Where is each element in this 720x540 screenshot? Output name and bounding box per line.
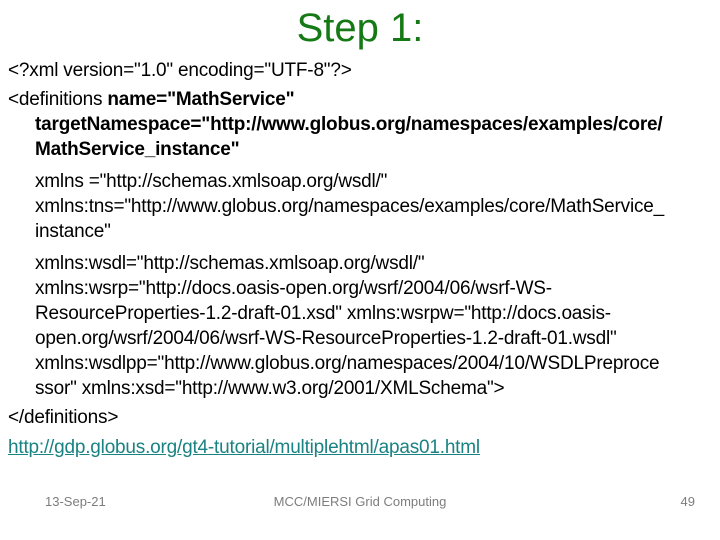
code-segment: xmlns ="http://schemas.xmlsoap.org/wsdl/…	[35, 171, 388, 192]
footer-page-number: 49	[680, 494, 695, 509]
code-line: targetNamespace="http://www.globus.org/n…	[8, 112, 720, 137]
footer-title: MCC/MIERSI Grid Computing	[273, 494, 447, 509]
code-segment: ssor" xmlns:xsd="http://www.w3.org/2001/…	[35, 378, 505, 399]
code-line: </definitions>	[8, 405, 720, 430]
code-segment: <definitions	[8, 89, 108, 110]
code-lines: <?xml version="1.0" encoding="UTF-8"?> <d…	[8, 58, 720, 430]
code-line: ResourceProperties-1.2-draft-01.xsd" xml…	[8, 301, 720, 326]
code-segment: targetNamespace="http://www.globus.org/n…	[35, 114, 663, 135]
code-line: xmlns:wsdl="http://schemas.xmlsoap.org/w…	[8, 251, 720, 276]
slide-title: Step 1:	[296, 6, 424, 50]
code-segment: <?xml version="1.0" encoding="UTF-8"?>	[8, 60, 352, 81]
code-line: <?xml version="1.0" encoding="UTF-8"?>	[8, 58, 720, 83]
code-line: open.org/wsrf/2004/06/wsrf-WS-ResourcePr…	[8, 326, 720, 351]
code-line: xmlns:wsdlpp="http://www.globus.org/name…	[8, 351, 720, 376]
code-line: instance"	[8, 219, 720, 244]
code-segment: xmlns:wsdl="http://schemas.xmlsoap.org/w…	[35, 253, 425, 274]
footer-date: 13-Sep-21	[45, 494, 106, 509]
code-segment: xmlns:wsrp="http://docs.oasis-open.org/w…	[35, 278, 552, 299]
code-line: xmlns ="http://schemas.xmlsoap.org/wsdl/…	[8, 169, 720, 194]
code-segment: </definitions>	[8, 407, 119, 428]
code-segment: xmlns:tns="http://www.globus.org/namespa…	[35, 196, 665, 217]
code-line: xmlns:wsrp="http://docs.oasis-open.org/w…	[8, 276, 720, 301]
code-segment: ResourceProperties-1.2-draft-01.xsd" xml…	[35, 303, 611, 324]
code-segment: instance"	[35, 221, 111, 242]
code-segment: open.org/wsrf/2004/06/wsrf-WS-ResourcePr…	[35, 328, 617, 349]
footer: 13-Sep-21 MCC/MIERSI Grid Computing 49	[0, 494, 720, 514]
code-segment: xmlns:wsdlpp="http://www.globus.org/name…	[35, 353, 660, 374]
code-line: xmlns:tns="http://www.globus.org/namespa…	[8, 194, 720, 219]
code-line: ssor" xmlns:xsd="http://www.w3.org/2001/…	[8, 376, 720, 401]
link-line: http://gdp.globus.org/gt4-tutorial/multi…	[8, 435, 720, 460]
code-line: MathService_instance"	[8, 137, 720, 162]
code-segment: MathService_instance"	[35, 139, 240, 160]
xml-code-block: <?xml version="1.0" encoding="UTF-8"?> <d…	[8, 58, 720, 460]
code-line: <definitions name="MathService"	[8, 87, 720, 112]
tutorial-link[interactable]: http://gdp.globus.org/gt4-tutorial/multi…	[8, 437, 480, 458]
code-segment: name="MathService"	[107, 89, 295, 110]
